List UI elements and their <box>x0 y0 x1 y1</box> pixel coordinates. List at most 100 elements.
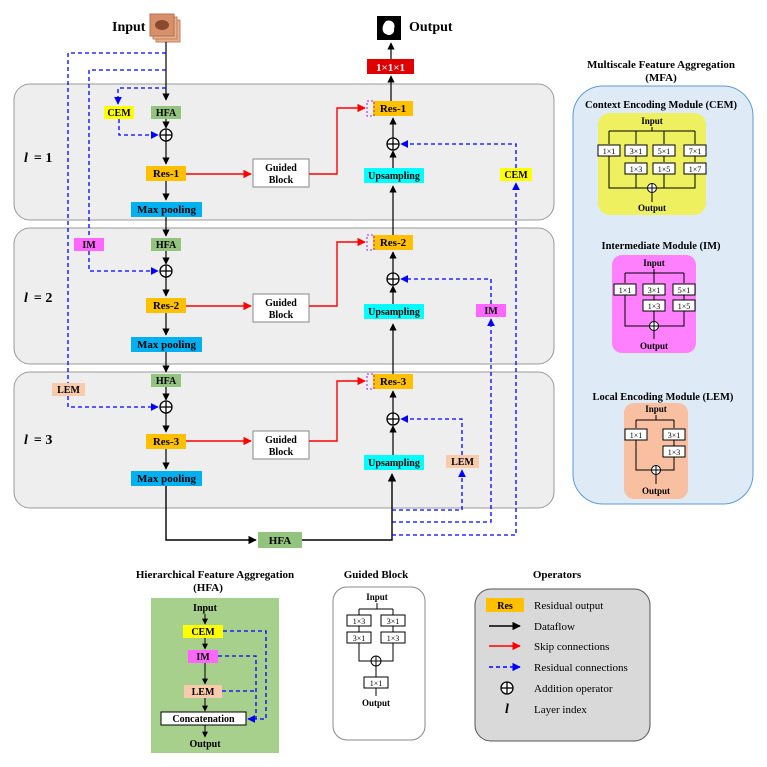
mfa-title-2: (MFA) <box>645 72 677 84</box>
bottleneck-hfa-label: HFA <box>269 535 291 547</box>
svg-text:Output: Output <box>638 203 666 213</box>
upsampling-2-label: Upsampling <box>368 307 420 318</box>
svg-text:Input: Input <box>643 258 665 268</box>
encoder-maxpool-2 <box>131 337 202 352</box>
svg-text:Input: Input <box>641 116 663 126</box>
level-1-label: l= 1 <box>24 151 52 166</box>
encoder-maxpool-3 <box>131 471 202 486</box>
svg-text:Dataflow: Dataflow <box>534 621 575 633</box>
svg-text:Input: Input <box>366 592 388 602</box>
addition-icon <box>500 681 514 695</box>
input-image-stack-icon <box>149 13 181 43</box>
svg-text:Res: Res <box>497 601 513 612</box>
cem-title: Context Encoding Module (CEM) <box>585 100 737 111</box>
svg-text:Guided: Guided <box>265 298 297 309</box>
svg-text:Output: Output <box>362 698 390 708</box>
encoder-res-1-label: Res-1 <box>153 168 179 180</box>
upsampling-1-label: Upsampling <box>368 171 420 182</box>
svg-text:LEM: LEM <box>192 687 215 698</box>
addition-icon <box>386 412 400 426</box>
svg-text:1×5: 1×5 <box>658 165 671 174</box>
svg-text:1×5: 1×5 <box>678 302 691 311</box>
svg-text:Input: Input <box>645 404 667 414</box>
decoder-res-3-label: Res-3 <box>380 376 407 388</box>
guided-block-1: Guided Block <box>252 158 310 188</box>
hfa-panel-title-2: (HFA) <box>193 582 223 594</box>
im-module-dec-label: IM <box>484 306 498 317</box>
svg-text:1×1: 1×1 <box>619 286 632 295</box>
im-module-enc <box>74 238 104 251</box>
guided-panel: Input 1×3 3×1 3×1 1×3 1×1 Output <box>332 586 426 741</box>
lem-detail: Input 1×1 3×1 1×3 Output <box>624 403 688 499</box>
svg-text:Guided: Guided <box>265 435 297 446</box>
svg-text:Guided: Guided <box>265 163 297 174</box>
svg-text:7×1: 7×1 <box>689 147 702 156</box>
svg-text:1×3: 1×3 <box>668 448 681 457</box>
svg-text:Block: Block <box>269 447 294 458</box>
output-mask-icon <box>377 16 401 40</box>
cem-module-dec-label: CEM <box>504 170 528 181</box>
svg-text:5×1: 5×1 <box>678 286 691 295</box>
svg-text:l: l <box>505 702 509 717</box>
im-detail: Input 1×1 3×1 5×1 1×3 1×5 Output <box>612 255 696 353</box>
svg-text:Residual connections: Residual connections <box>534 662 628 674</box>
svg-text:1×1: 1×1 <box>603 147 616 156</box>
svg-text:3×1: 3×1 <box>668 431 681 440</box>
encoder-hfa-2 <box>151 238 181 251</box>
level-3-label: l= 3 <box>24 433 52 448</box>
cem-detail: Input 1×1 3×1 5×1 7×1 1×3 1×5 1×7 Output <box>597 113 707 215</box>
svg-text:1×3: 1×3 <box>630 165 643 174</box>
level-1-panel <box>13 83 555 221</box>
svg-text:Output: Output <box>189 739 221 750</box>
decoder-res-2-label: Res-2 <box>380 237 407 249</box>
lem-module-dec <box>446 455 479 468</box>
upsampling-3-label: Upsampling <box>368 458 420 469</box>
encoder-maxpool-1 <box>131 202 202 217</box>
operators-title: Operators <box>533 569 582 581</box>
encoder-hfa-1-label: HFA <box>156 108 177 119</box>
im-module-dec <box>476 304 506 317</box>
operators-panel: Res Residual output Dataflow Skip connec… <box>474 588 651 742</box>
encoder-maxpool-3-label: Max pooling <box>137 473 196 485</box>
upsampling-2 <box>364 304 424 319</box>
svg-text:Concatenation: Concatenation <box>172 714 235 725</box>
cem-module-1-label: CEM <box>107 108 131 119</box>
addition-icon <box>159 264 173 278</box>
svg-text:CEM: CEM <box>191 627 215 638</box>
bottleneck-hfa <box>258 532 302 548</box>
encoder-hfa-1 <box>151 106 181 119</box>
svg-text:1×1: 1×1 <box>630 431 643 440</box>
encoder-hfa-3 <box>151 374 181 387</box>
lem-title: Local Encoding Module (LEM) <box>593 392 734 403</box>
encoder-maxpool-2-label: Max pooling <box>137 339 196 351</box>
encoder-res-2-label: Res-2 <box>153 300 180 312</box>
svg-text:1×1: 1×1 <box>370 679 383 688</box>
addition-icon <box>386 272 400 286</box>
svg-text:3×1: 3×1 <box>630 147 643 156</box>
encoder-res-1 <box>146 166 186 181</box>
svg-text:5×1: 5×1 <box>658 147 671 156</box>
encoder-res-3-label: Res-3 <box>153 436 180 448</box>
addition-icon <box>159 400 173 414</box>
encoder-hfa-3-label: HFA <box>156 376 177 387</box>
guided-block-3: Guided Block <box>252 430 310 460</box>
svg-text:Layer index: Layer index <box>534 704 587 716</box>
svg-text:Output: Output <box>642 486 670 496</box>
decoder-res-3 <box>373 374 413 389</box>
upsampling-1 <box>364 168 424 183</box>
guided-block-2: Guided Block <box>252 293 310 323</box>
level-2-label: l= 2 <box>24 291 52 306</box>
final-conv-box <box>367 59 414 74</box>
svg-text:3×1: 3×1 <box>648 286 661 295</box>
svg-text:IM: IM <box>196 652 210 663</box>
lem-module-enc-label: LEM <box>57 385 80 396</box>
svg-text:Skip connections: Skip connections <box>534 641 609 653</box>
svg-text:Residual output: Residual output <box>534 600 603 612</box>
decoder-res-1 <box>373 101 413 116</box>
encoder-hfa-2-label: HFA <box>156 240 177 251</box>
final-conv-label: 1×1×1 <box>376 62 405 74</box>
guided-panel-title: Guided Block <box>344 569 409 581</box>
upsampling-3 <box>364 455 424 470</box>
encoder-res-2 <box>146 298 186 313</box>
